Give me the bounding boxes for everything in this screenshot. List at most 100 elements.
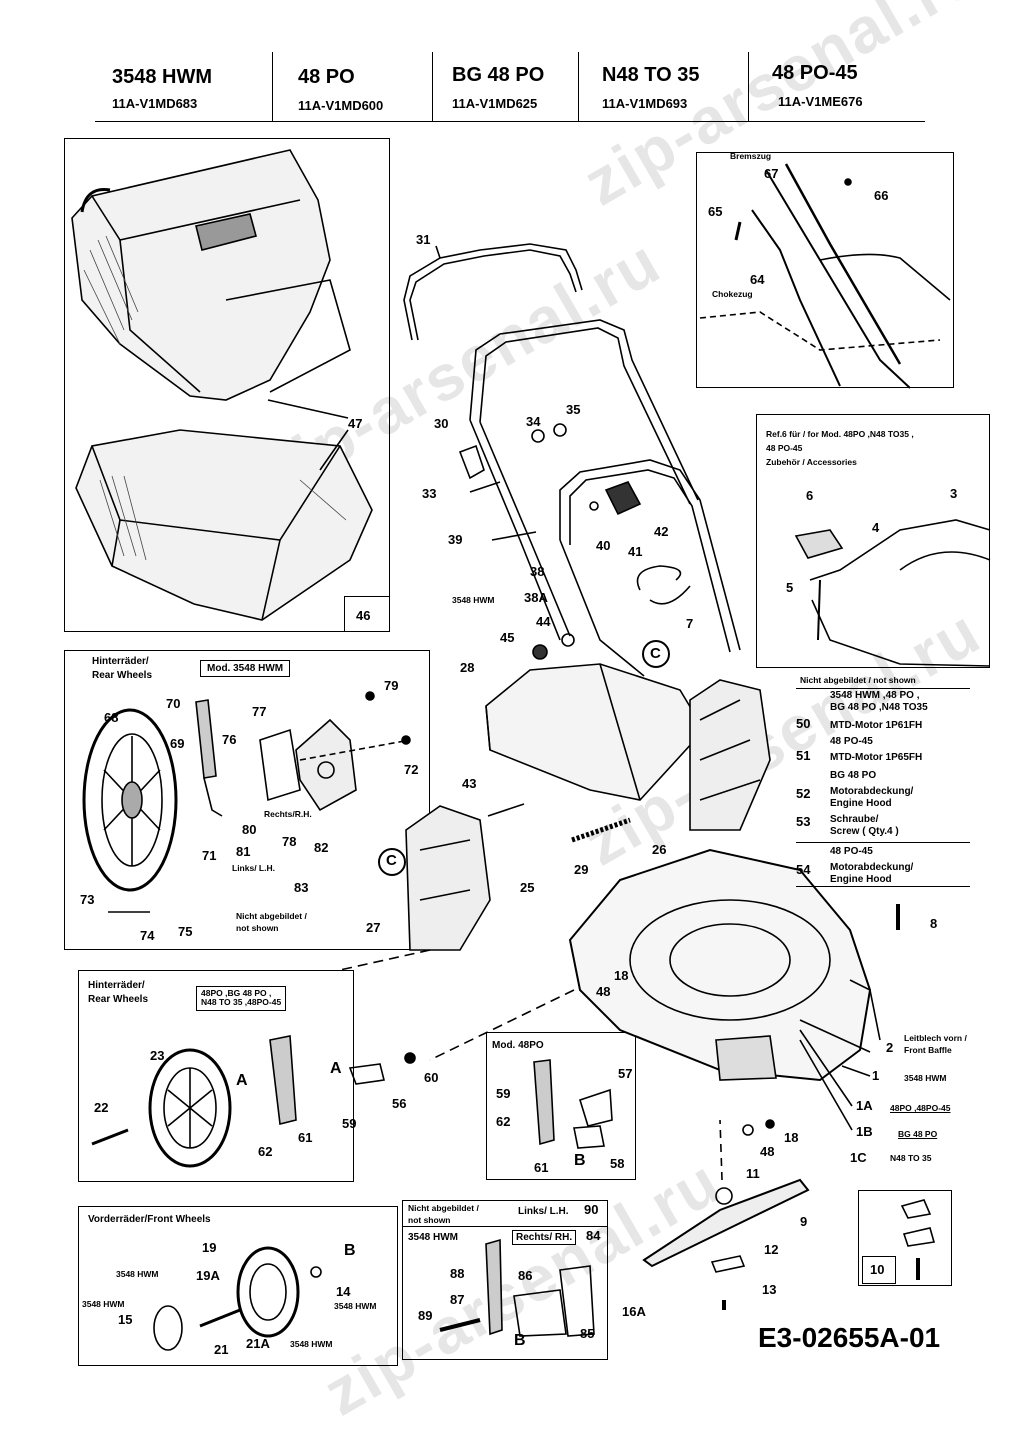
part-label: 61: [534, 1160, 549, 1175]
part-label: 64: [750, 272, 765, 287]
note: BG 48 PO: [898, 1129, 938, 1139]
note: Front Baffle: [904, 1045, 952, 1055]
ref-letter: B: [344, 1242, 356, 1259]
part-label: 83: [294, 880, 309, 895]
group-label: BG 48 PO: [830, 770, 877, 781]
model-tag: 3548 HWM: [116, 1269, 159, 1279]
part-label: 84: [586, 1228, 601, 1243]
part-desc: Motorabdeckung/: [830, 862, 914, 873]
part-label: 9: [800, 1214, 808, 1229]
ref-letter: A: [330, 1060, 342, 1077]
part-label: 39: [448, 532, 463, 547]
model-tag-line: N48 TO 35 ,48PO-45: [201, 997, 282, 1008]
part-label: 28: [460, 660, 475, 675]
part-label: 76: [222, 732, 237, 747]
box-title: Hinterräder/: [92, 656, 149, 667]
part-number: 52: [796, 786, 811, 801]
part-label: 65: [708, 204, 723, 219]
part-desc: MTD-Motor 1P61FH: [830, 720, 923, 731]
part-label: 68: [104, 710, 119, 725]
note: N48 TO 35: [890, 1153, 932, 1163]
model-code: 11A-V1MD625: [452, 96, 538, 111]
part-label: 25: [520, 880, 535, 895]
group-label: 3548 HWM ,48 PO ,: [830, 690, 920, 701]
part-label: 70: [166, 696, 181, 711]
blade-bolt-number-box: [862, 1256, 896, 1284]
part-desc: Screw ( Qty.4 ): [830, 826, 899, 837]
not-shown-note: not shown: [236, 923, 279, 933]
part-desc: Motorabdeckung/: [830, 786, 914, 797]
model-tag: 3548 HWM: [290, 1339, 333, 1349]
part-label: 19: [202, 1240, 217, 1255]
group-label: 48 PO-45: [830, 736, 873, 747]
part-label: 1B: [856, 1124, 873, 1139]
part-label: 81: [236, 844, 251, 859]
part-label: 22: [94, 1100, 109, 1115]
part-label: 88: [450, 1266, 465, 1281]
side-label: Links/ L.H.: [232, 863, 275, 873]
not-shown-note: Nicht abgebildet /: [408, 1203, 479, 1213]
model-name: BG 48 PO: [452, 64, 545, 86]
part-label: 2: [886, 1040, 894, 1055]
diagram-id: E3-02655A-01: [758, 1322, 941, 1353]
part-label: 90: [584, 1202, 599, 1217]
model-code: 11A-V1MD600: [298, 98, 384, 113]
grass-bag-number-box: [344, 596, 390, 632]
box-title: Mod. 48PO: [492, 1040, 544, 1051]
ref-note: 48 PO-45: [766, 443, 803, 453]
model-tag: 48PO ,BG 48 PO , N48 TO 35 ,48PO-45: [196, 986, 287, 1011]
part-label: 35: [566, 402, 581, 417]
part-label: 11: [746, 1166, 760, 1181]
note: 48PO ,48PO-45: [890, 1103, 951, 1113]
part-label: 45: [500, 630, 515, 645]
part-label: 6: [806, 488, 814, 503]
cable-detail-box: [696, 152, 954, 388]
part-label: 44: [536, 614, 551, 629]
part-label: 48: [596, 984, 611, 999]
side-label: Rechts/ RH.: [512, 1230, 577, 1245]
part-label: 8: [930, 916, 938, 931]
part-label: 41: [628, 544, 643, 559]
part-label: 61: [298, 1130, 313, 1145]
part-label: 79: [384, 678, 399, 693]
part-label: 13: [762, 1282, 777, 1297]
part-desc: Schraube/: [830, 814, 879, 825]
part-label: 12: [764, 1242, 779, 1257]
box-title: Rear Wheels: [92, 670, 153, 681]
model-tag: 3548 HWM: [452, 595, 495, 605]
part-label: 71: [202, 848, 217, 863]
ref-letter: C: [650, 645, 661, 662]
part-label: 38A: [524, 590, 548, 605]
part-label: 16A: [622, 1304, 646, 1319]
part-label: 21: [214, 1342, 229, 1357]
part-label: 42: [654, 524, 669, 539]
part-label: 62: [496, 1114, 511, 1129]
ref-letter: A: [236, 1072, 248, 1089]
part-label: 69: [170, 736, 185, 751]
front-wheels-box: [78, 1206, 398, 1366]
model-code: 11A-V1MD693: [602, 96, 688, 111]
side-label: Rechts/R.H.: [264, 809, 312, 819]
part-desc: Engine Hood: [830, 874, 892, 885]
box-title: Vorderräder/Front Wheels: [88, 1214, 211, 1225]
part-label: 67: [764, 166, 779, 181]
part-label: 58: [610, 1156, 625, 1171]
part-label: 72: [404, 762, 419, 777]
part-label: 87: [450, 1292, 465, 1307]
model-name: 48 PO: [298, 66, 355, 88]
model-tag: 3548 HWM: [408, 1232, 459, 1243]
part-label: 60: [424, 1070, 439, 1085]
group-label: BG 48 PO ,N48 TO35: [830, 702, 928, 713]
part-label: 3: [950, 486, 958, 501]
model-name: 48 PO-45: [772, 62, 858, 84]
not-shown-note: Nicht abgebildet /: [236, 911, 307, 921]
blade-bolt-box: [858, 1190, 952, 1286]
part-label: 40: [596, 538, 611, 553]
part-label: 59: [342, 1116, 357, 1131]
part-label: 15: [118, 1312, 133, 1327]
part-label: 48: [760, 1144, 775, 1159]
model-tag-line: 48PO ,BG 48 PO ,: [201, 988, 272, 998]
part-label: 19A: [196, 1268, 220, 1283]
part-label: 78: [282, 834, 297, 849]
